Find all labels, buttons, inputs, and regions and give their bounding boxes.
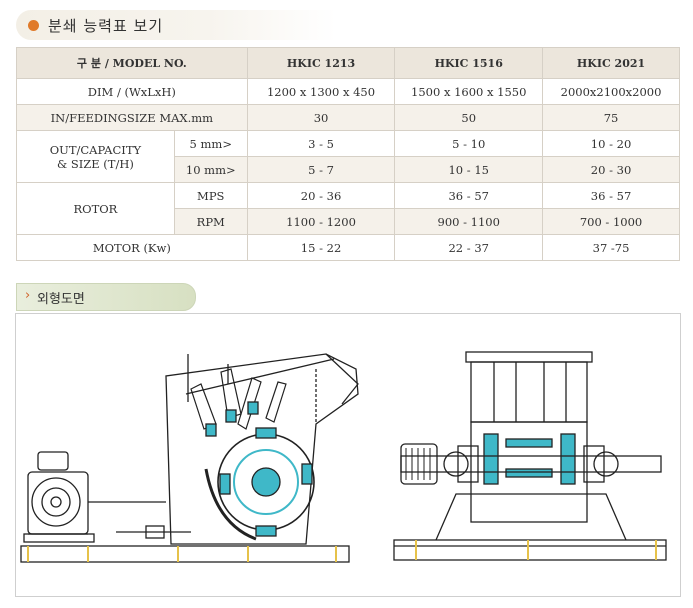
cell: 20 - 30 <box>542 156 680 183</box>
table-row-motor: MOTOR (Kw) 15 - 22 22 - 37 37 -75 <box>16 234 680 261</box>
cell: 10 - 15 <box>394 156 544 183</box>
section-header-capacity: 분쇄 능력표 보기 <box>16 10 336 40</box>
cell: 900 - 1100 <box>394 208 544 235</box>
sub-label: 5 mm> <box>173 130 248 157</box>
cell: 5 - 10 <box>394 130 544 157</box>
cell: 20 - 36 <box>246 182 396 209</box>
cell: 5 - 7 <box>246 156 396 183</box>
table-row-rotor-mps: ROTOR MPS 20 - 36 36 - 57 36 - 57 <box>16 182 680 235</box>
header-model-1: HKIC 1213 <box>246 47 396 79</box>
header-model-label: 구 분 / MODEL NO. <box>16 47 248 79</box>
cell: 22 - 37 <box>394 234 544 261</box>
table-row-capacity-5: OUT/CAPACITY & SIZE (T/H) 5 mm> 3 - 5 5 … <box>16 130 680 183</box>
section-header-drawing: › 외형도면 <box>16 283 196 311</box>
table-header-row: 구 분 / MODEL NO. HKIC 1213 HKIC 1516 HKIC… <box>16 47 680 79</box>
row-label-dim: DIM / (WxLxH) <box>16 78 248 105</box>
cell: 1500 x 1600 x 1550 <box>394 78 544 105</box>
cell: 3 - 5 <box>246 130 396 157</box>
table-row-dim: DIM / (WxLxH) 1200 x 1300 x 450 1500 x 1… <box>16 78 680 105</box>
crusher-drawing-svg <box>20 351 667 563</box>
cell: 700 - 1000 <box>542 208 680 235</box>
cell: 36 - 57 <box>542 182 680 209</box>
sub-label: 10 mm> <box>173 156 248 183</box>
cell: 10 - 20 <box>542 130 680 157</box>
row-label-motor: MOTOR (Kw) <box>16 234 248 261</box>
cell: 75 <box>542 104 680 131</box>
chevron-right-icon: › <box>25 288 31 303</box>
cell: 15 - 22 <box>246 234 396 261</box>
cell: 37 -75 <box>542 234 680 261</box>
cell: 36 - 57 <box>394 182 544 209</box>
capacity-label-line2: & SIZE (T/H) <box>56 156 134 171</box>
sub-label: MPS <box>173 182 248 209</box>
table-row-capacity-10: 10 mm> 5 - 7 10 - 15 20 - 30 <box>17 156 680 183</box>
cell: 1100 - 1200 <box>246 208 396 235</box>
header-model-2: HKIC 1516 <box>394 47 544 79</box>
technical-drawing <box>15 313 681 597</box>
header-model-3: HKIC 2021 <box>542 47 680 79</box>
row-label-capacity: OUT/CAPACITY & SIZE (T/H) <box>16 130 175 183</box>
row-label-feed: IN/FEEDINGSIZE MAX.mm <box>16 104 248 131</box>
table-row-rotor-rpm: RPM 1100 - 1200 900 - 1100 700 - 1000 <box>17 208 680 235</box>
section-title: 외형도면 <box>37 292 85 307</box>
table-row-feed: IN/FEEDINGSIZE MAX.mm 30 50 75 <box>16 104 680 131</box>
cell: 2000x2100x2000 <box>542 78 680 105</box>
capacity-table: 구 분 / MODEL NO. HKIC 1213 HKIC 1516 HKIC… <box>16 47 680 261</box>
cell: 1200 x 1300 x 450 <box>246 78 396 105</box>
sub-label: RPM <box>173 208 248 235</box>
cell: 50 <box>394 104 544 131</box>
section-title: 분쇄 능력표 보기 <box>48 17 164 35</box>
bullet-dot-icon <box>28 20 39 31</box>
row-label-rotor: ROTOR <box>16 182 175 235</box>
capacity-label-line1: OUT/CAPACITY <box>49 142 142 157</box>
cell: 30 <box>246 104 396 131</box>
